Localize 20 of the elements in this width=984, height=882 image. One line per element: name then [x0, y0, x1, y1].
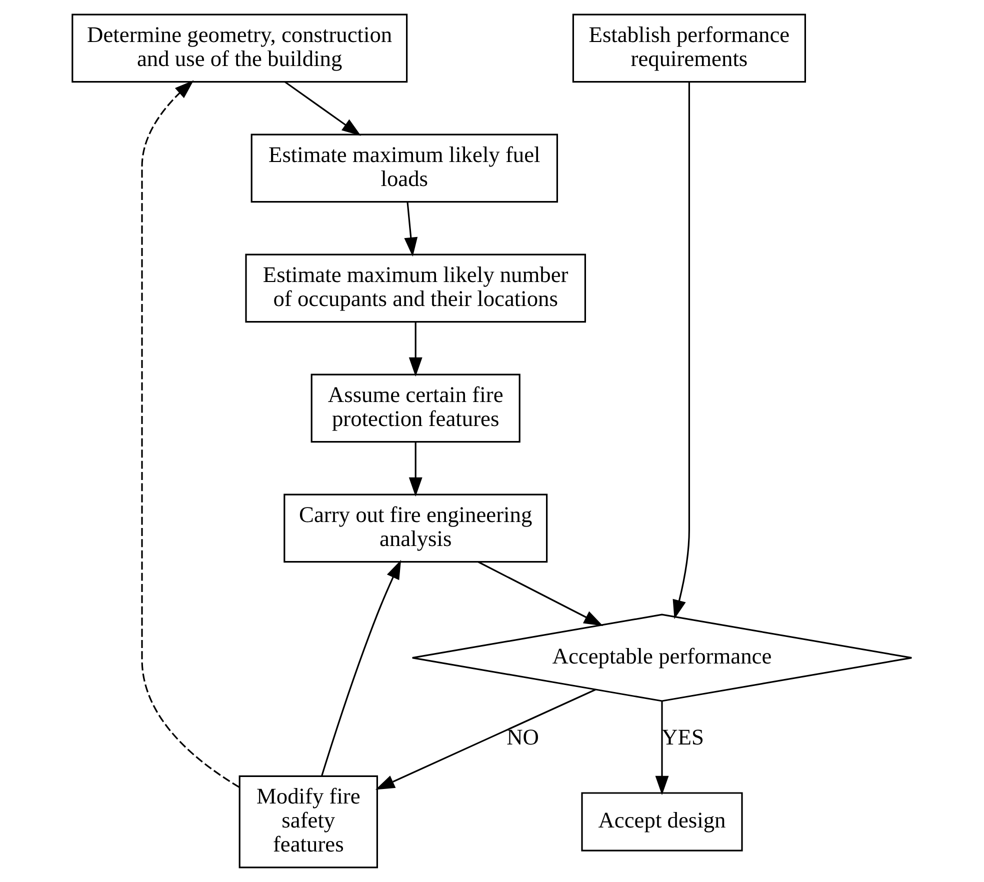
node-box: Assume certain fire protection features — [310, 374, 520, 443]
node-box: Establish performance requirements — [572, 14, 806, 83]
arrow — [321, 560, 402, 776]
node-box: Modify fire safety features — [238, 775, 378, 868]
arrow — [672, 82, 690, 620]
edge-label: NO — [506, 724, 539, 750]
arrow — [655, 701, 669, 796]
node-box: Determine geometry, construction and use of the building — [72, 14, 408, 83]
node-box: Carry out fire engineering analysis — [284, 494, 548, 563]
arrow — [478, 561, 604, 626]
arrow — [408, 322, 422, 377]
arrow — [404, 202, 418, 257]
node-diamond: Acceptable performance — [412, 614, 912, 702]
arrow — [284, 81, 362, 136]
arrow — [141, 80, 240, 788]
node-box: Estimate maximum likely number of occupants and their locations — [245, 254, 586, 323]
arrow — [375, 688, 596, 790]
node-box: Accept design — [581, 792, 743, 852]
node-box: Estimate maximum likely fuel loads — [250, 134, 558, 203]
arrow — [408, 442, 422, 497]
